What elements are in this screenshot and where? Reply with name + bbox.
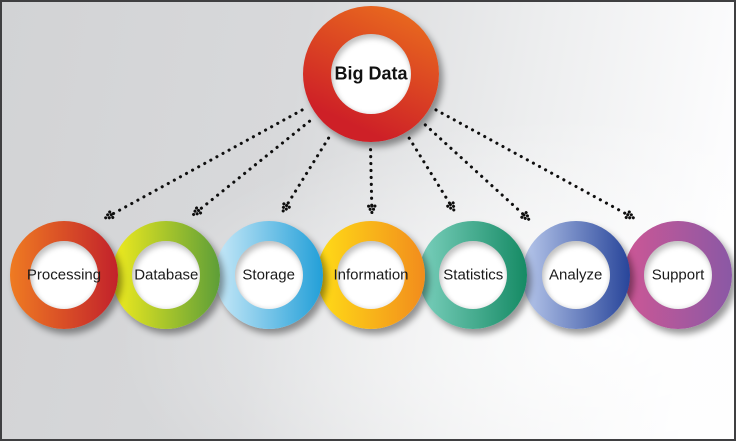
connector-arrow-database: [192, 119, 312, 217]
node-center-storage: [234, 241, 303, 309]
node-database: Database: [112, 221, 221, 329]
node-center-database: [132, 241, 201, 309]
node-label-analyze: Analyze: [549, 266, 603, 284]
connector-arrow-information: [367, 148, 377, 215]
connector-arrow-storage: [281, 136, 331, 213]
connector-arrow-processing: [104, 108, 304, 220]
node-support: Support: [624, 221, 732, 329]
connector-arrow-analyze: [423, 123, 531, 221]
node-information: Information: [317, 221, 425, 329]
node-analyze: Analyze: [521, 221, 630, 329]
node-center-information: [337, 241, 405, 309]
node-label-statistics: Statistics: [443, 266, 504, 284]
node-center-support: [644, 241, 712, 309]
node-storage: Storage: [214, 221, 323, 329]
node-center-statistics: [439, 241, 508, 309]
node-processing: Processing: [10, 221, 118, 329]
hub-node-center: [331, 34, 411, 114]
node-label-storage: Storage: [242, 266, 295, 284]
node-center-processing: [30, 241, 98, 309]
connector-arrow-statistics: [407, 136, 456, 212]
node-label-database: Database: [134, 266, 199, 284]
node-statistics: Statistics: [419, 221, 528, 329]
node-label-processing: Processing: [26, 266, 102, 284]
hub-label: Big Data: [334, 63, 408, 84]
node-label-information: Information: [333, 266, 409, 284]
node-center-analyze: [541, 241, 610, 309]
hub-node-big-data: Big Data: [303, 6, 439, 142]
node-label-support: Support: [651, 266, 705, 284]
